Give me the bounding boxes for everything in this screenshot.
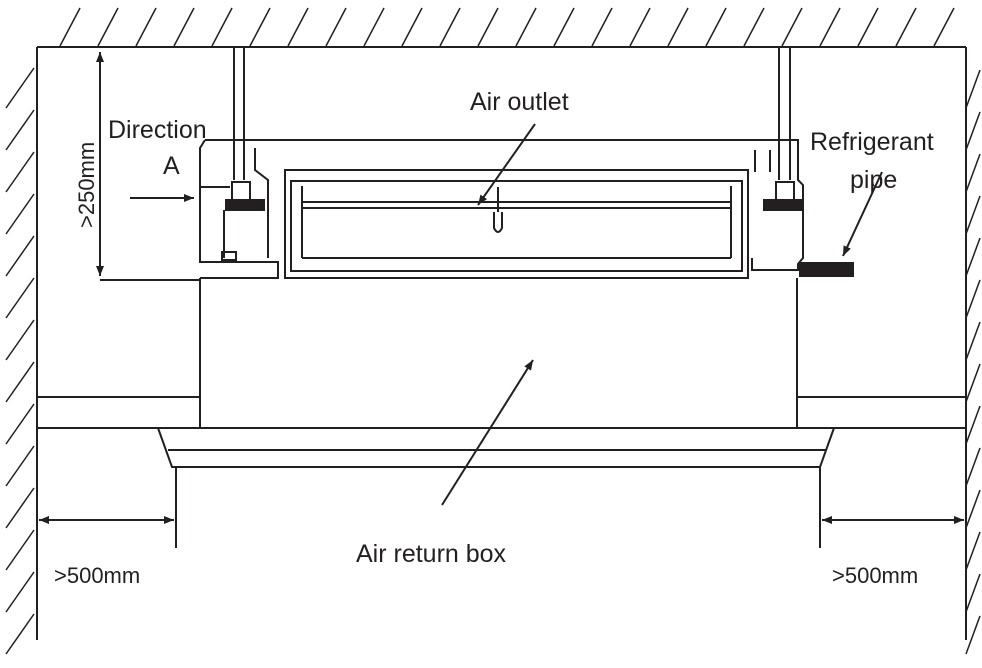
air-outlet-leader xyxy=(477,123,536,206)
air-outlet-panel xyxy=(284,169,749,279)
right-wall-hatch xyxy=(965,69,981,655)
hanger-brackets xyxy=(225,181,803,211)
air-outlet-label: Air outlet xyxy=(470,88,569,116)
right-clearance-label: >500mm xyxy=(832,563,918,588)
left-clearance-label: >500mm xyxy=(54,563,140,588)
refrigerant-label: Refrigerant xyxy=(810,128,934,156)
air-return-box xyxy=(157,278,835,548)
pipe-label: pipe xyxy=(850,166,897,194)
air-return-leader xyxy=(441,359,534,506)
height-clearance-label: >250mm xyxy=(74,142,99,228)
direction-letter-label: A xyxy=(163,152,180,180)
left-wall-hatch xyxy=(5,67,35,655)
ceiling-hatch xyxy=(59,7,955,47)
refrigerant-pipe-stub xyxy=(799,262,854,277)
hanger-rods xyxy=(233,47,791,180)
refrigerant-leader xyxy=(842,171,883,257)
direction-label: Direction xyxy=(108,116,207,144)
air-return-box-label: Air return box xyxy=(356,540,507,568)
height-dimension xyxy=(90,46,200,281)
indoor-unit xyxy=(199,139,804,279)
false-ceiling xyxy=(37,396,966,429)
